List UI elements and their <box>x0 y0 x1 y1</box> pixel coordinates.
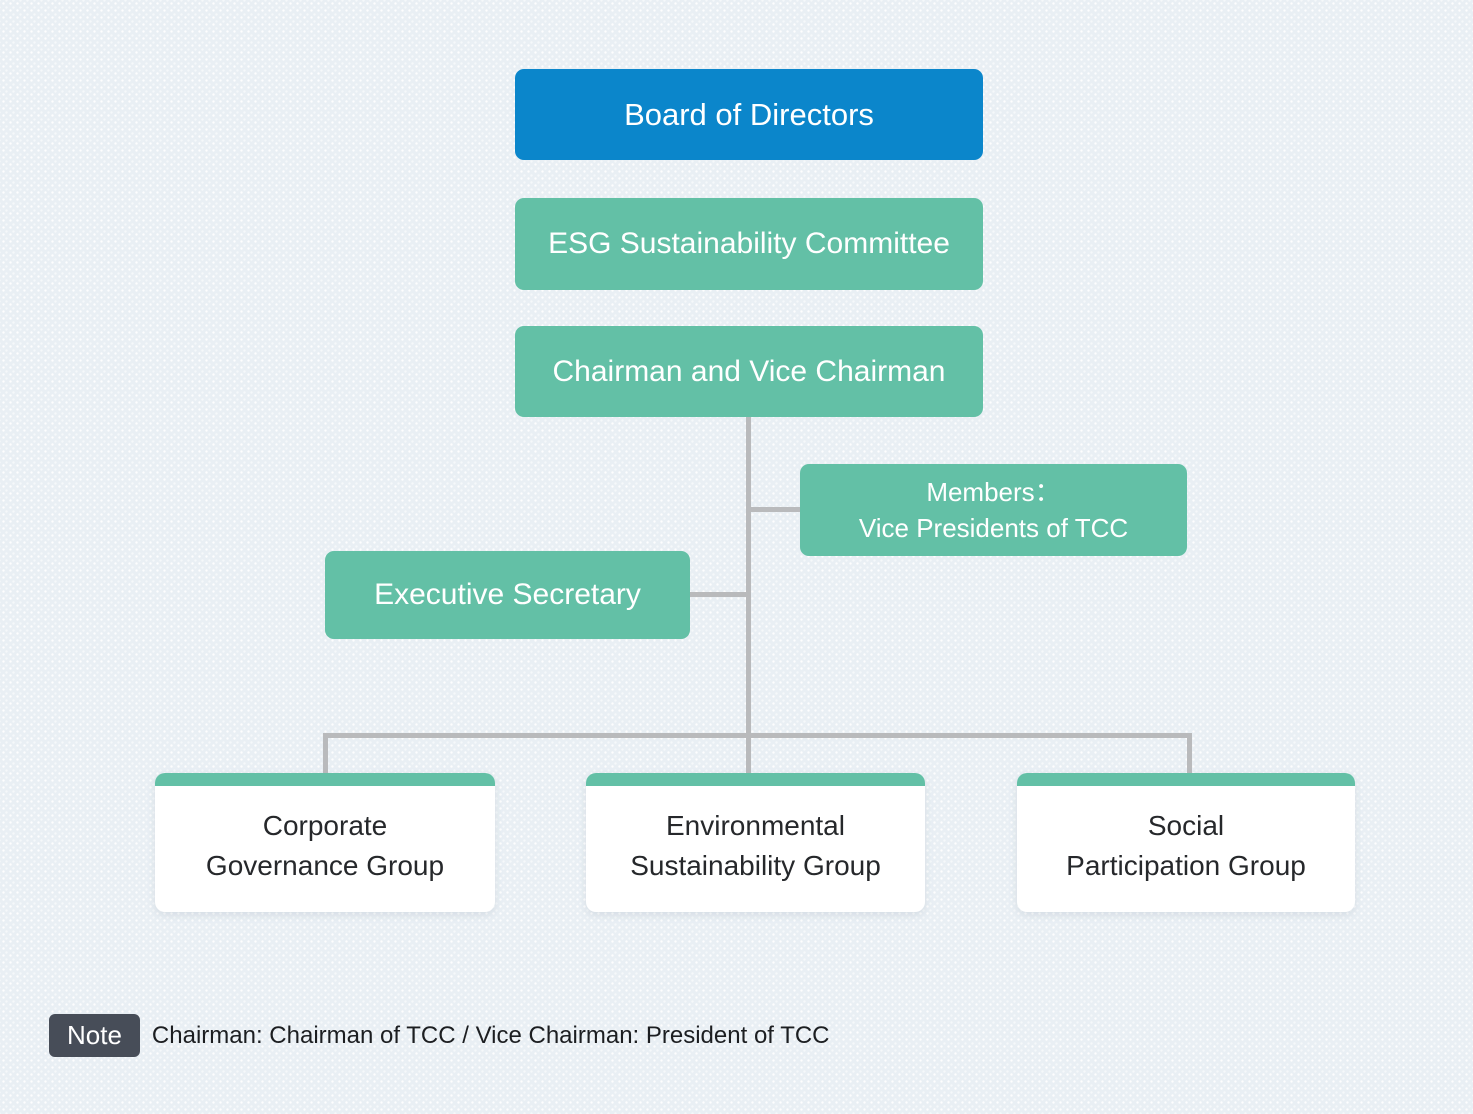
node-members-line1: Members： <box>926 476 1061 507</box>
node-board-of-directors-label: Board of Directors <box>624 96 874 132</box>
connector-members-horizontal <box>749 507 800 512</box>
node-social-participation-group: Social Participation Group <box>1017 773 1355 912</box>
node-environmental-sustainability-group-line1: Environmental <box>666 810 845 842</box>
node-chairman-and-vice-chairman-label: Chairman and Vice Chairman <box>552 354 946 388</box>
node-board-of-directors: Board of Directors <box>515 69 983 160</box>
node-executive-secretary: Executive Secretary <box>325 551 690 639</box>
node-social-participation-group-line1: Social <box>1147 810 1225 842</box>
node-environmental-sustainability-group-line2: Sustainability Group <box>630 849 881 881</box>
group-topbar <box>586 773 925 786</box>
connector-executive-horizontal <box>690 592 748 597</box>
node-corporate-governance-group-line2: Governance Group <box>205 849 445 881</box>
node-environmental-sustainability-group: Environmental Sustainability Group <box>586 773 925 912</box>
node-members: Members： Vice Presidents of TCC <box>800 464 1187 556</box>
node-corporate-governance-group-line1: Corporate <box>262 810 388 842</box>
node-corporate-governance-group: Corporate Governance Group <box>155 773 495 912</box>
connector-groups-horizontal <box>323 733 1192 738</box>
node-members-line2: Vice Presidents of TCC <box>858 513 1129 543</box>
node-chairman-and-vice-chairman: Chairman and Vice Chairman <box>515 326 983 417</box>
note-row: Note Chairman: Chairman of TCC / Vice Ch… <box>49 1014 830 1057</box>
node-executive-secretary-label: Executive Secretary <box>374 578 641 611</box>
group-topbar <box>1017 773 1355 786</box>
connector-group-left-drop <box>323 733 328 773</box>
node-social-participation-group-line2: Participation Group <box>1066 849 1306 881</box>
connector-center-vertical <box>746 417 751 773</box>
note-text: Chairman: Chairman of TCC / Vice Chairma… <box>151 1021 830 1049</box>
note-badge: Note <box>49 1014 140 1057</box>
node-esg-sustainability-committee: ESG Sustainability Committee <box>515 198 983 290</box>
connector-group-right-drop <box>1187 733 1192 773</box>
node-esg-sustainability-committee-label: ESG Sustainability Committee <box>548 227 950 260</box>
group-topbar <box>155 773 495 786</box>
